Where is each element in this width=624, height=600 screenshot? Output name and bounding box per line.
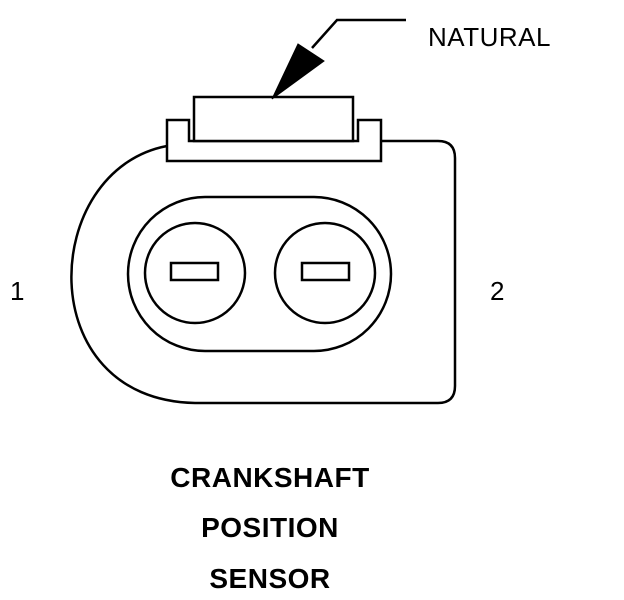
terminal-2-cavity	[273, 221, 377, 325]
terminal-1-cavity	[143, 221, 247, 325]
title-line-3: SENSOR	[209, 563, 331, 594]
pin-label-1: 1	[10, 276, 25, 306]
locking-tab-frame	[165, 118, 383, 163]
connector-housing	[70, 139, 457, 405]
callout-arrowhead	[271, 43, 325, 100]
callout-label-natural: NATURAL	[428, 22, 551, 52]
pin-label-2: 2	[490, 276, 505, 306]
terminal-2-slot	[300, 261, 351, 282]
title-line-2: POSITION	[201, 512, 339, 543]
terminal-cavity-group	[126, 195, 393, 353]
callout-leader-line	[311, 18, 406, 49]
title-line-1: CRANKSHAFT	[170, 462, 370, 493]
locking-tab	[192, 95, 355, 143]
terminal-1-slot	[169, 261, 220, 282]
